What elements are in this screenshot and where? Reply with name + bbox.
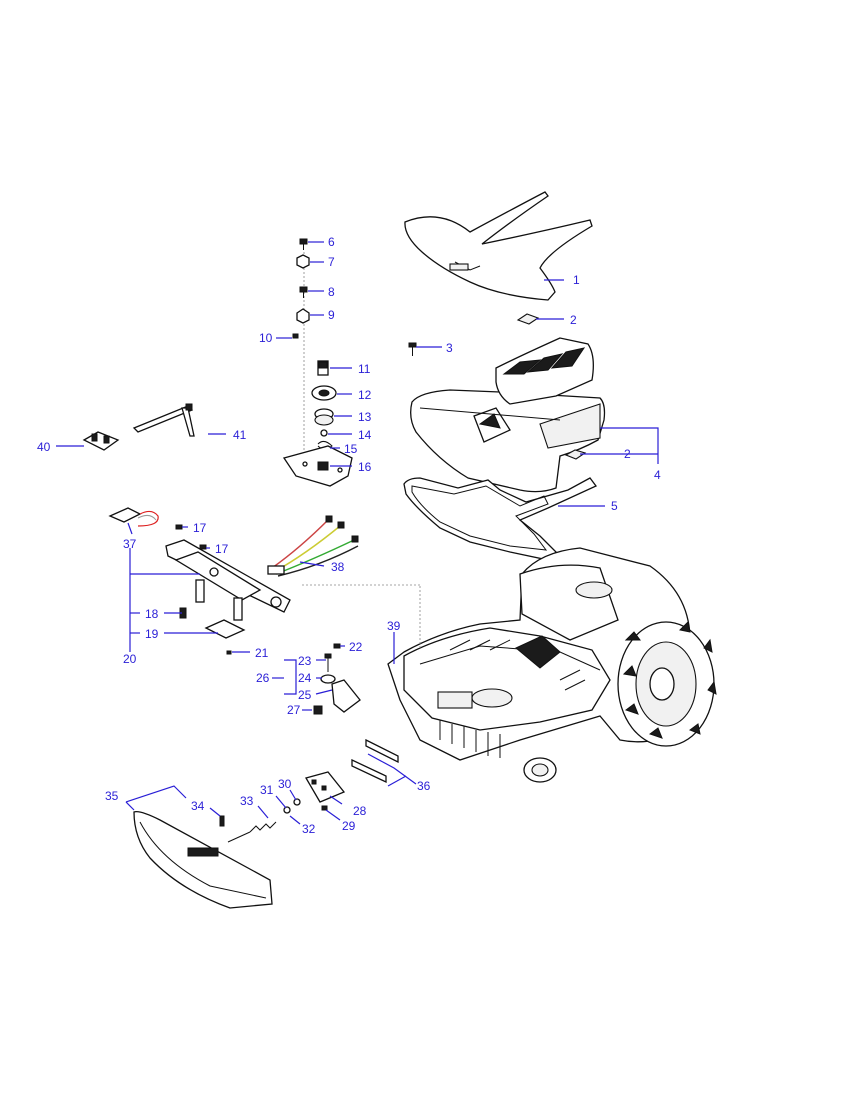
- part-hardware-28-33: [227, 771, 346, 843]
- callout-12: 12: [358, 388, 372, 402]
- callout-39: 39: [387, 619, 401, 633]
- callout-2: 2: [624, 447, 631, 461]
- callout-10: 10: [259, 331, 273, 345]
- callout-25: 25: [298, 688, 312, 702]
- callout-15: 15: [344, 442, 358, 456]
- callout-30: 30: [278, 777, 292, 791]
- callout-22: 22: [349, 640, 363, 654]
- callout-19: 19: [145, 627, 159, 641]
- part-screw-3: [408, 342, 417, 356]
- callout-34: 34: [191, 799, 205, 813]
- callout-17: 17: [215, 542, 229, 556]
- callout-20: 20: [123, 652, 137, 666]
- callout-32: 32: [302, 822, 316, 836]
- callout-38: 38: [331, 560, 345, 574]
- callout-21: 21: [255, 646, 269, 660]
- part-gasket-seal: [403, 477, 598, 561]
- part-mower-chassis: [387, 547, 717, 783]
- callout-23: 23: [298, 654, 312, 668]
- callout-7: 7: [328, 255, 335, 269]
- part-front-bumper-35: [133, 811, 273, 909]
- part-rod-41: [132, 403, 195, 437]
- part-bracket-40: [82, 431, 120, 451]
- callout-3: 3: [446, 341, 453, 355]
- callout-2: 2: [570, 313, 577, 327]
- callout-18: 18: [145, 607, 159, 621]
- callout-17: 17: [193, 521, 207, 535]
- callout-24: 24: [298, 671, 312, 685]
- callout-31: 31: [260, 783, 274, 797]
- callout-27: 27: [287, 703, 301, 717]
- callout-16: 16: [358, 460, 372, 474]
- callout-35: 35: [105, 789, 119, 803]
- part-wire-harness-38: [267, 515, 359, 577]
- callout-40: 40: [37, 440, 51, 454]
- part-upper-body-shell: [410, 337, 606, 493]
- callout-28: 28: [353, 804, 367, 818]
- callout-13: 13: [358, 410, 372, 424]
- callout-8: 8: [328, 285, 335, 299]
- callout-14: 14: [358, 428, 372, 442]
- part-pin-21: [226, 650, 232, 655]
- callout-labels: 1 2 2 3 4 5 6 7 8 9 10 11 12 13 14 15 16…: [37, 235, 661, 836]
- callout-4: 4: [654, 468, 661, 482]
- callout-29: 29: [342, 819, 356, 833]
- callout-41: 41: [233, 428, 247, 442]
- callout-5: 5: [611, 499, 618, 513]
- part-hardware-stack: [282, 238, 353, 487]
- callout-11: 11: [358, 362, 371, 376]
- callout-37: 37: [123, 537, 137, 551]
- part-pad-upper: [516, 313, 540, 325]
- callout-33: 33: [240, 794, 254, 808]
- part-top-cover-plate: [404, 191, 593, 301]
- part-handles-36: [351, 738, 399, 784]
- callout-1: 1: [573, 273, 580, 287]
- part-sensor-board-37: [108, 507, 159, 527]
- part-frame-assembly-20: [165, 539, 291, 639]
- callout-9: 9: [328, 308, 335, 322]
- part-pad-lower: [564, 449, 587, 460]
- leader-lines: [56, 241, 659, 825]
- callout-6: 6: [328, 235, 335, 249]
- callout-26: 26: [256, 671, 270, 685]
- part-hardware-22-27: [313, 643, 361, 715]
- callout-36: 36: [417, 779, 431, 793]
